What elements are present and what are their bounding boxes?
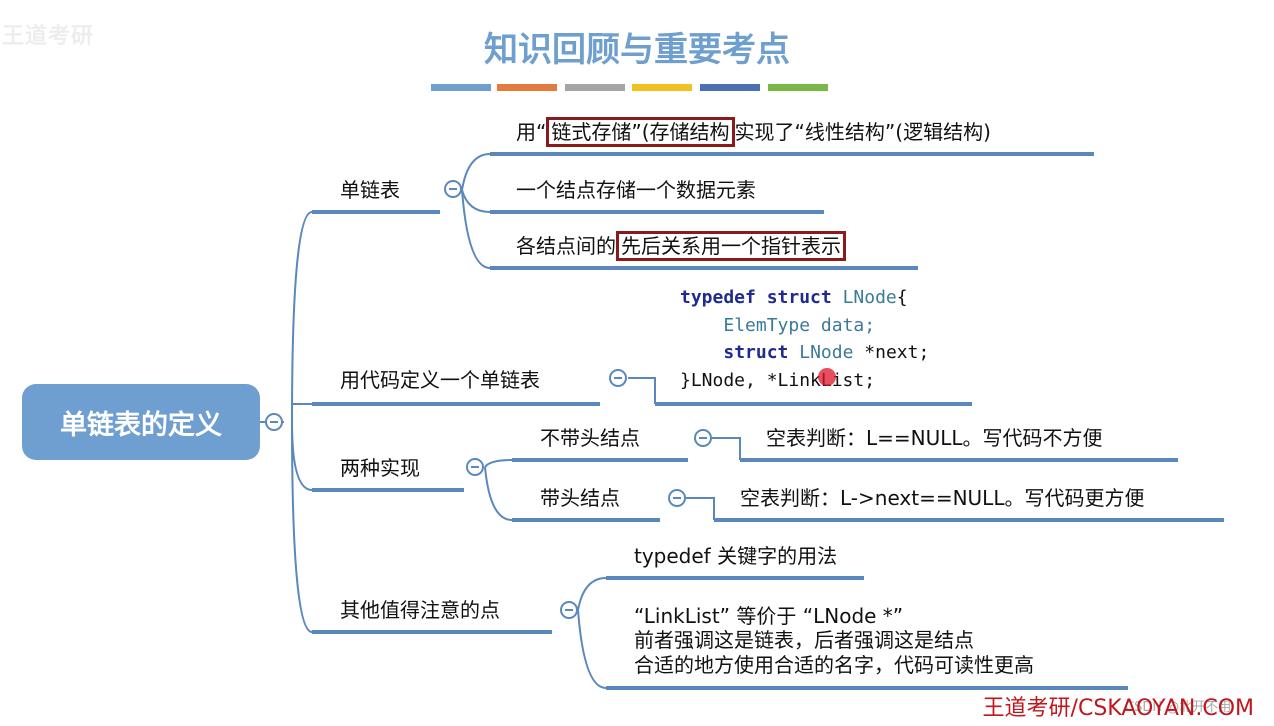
b3-with-head-note: 空表判断：L->next==NULL。写代码更方便 xyxy=(740,486,1145,510)
page-title: 知识回顾与重要考点 xyxy=(484,30,790,70)
code-text: { xyxy=(896,287,908,308)
code-type: LNode xyxy=(799,342,854,363)
title-color-bar xyxy=(431,84,491,91)
b1-item-2: 一个结点存储一个数据元素 xyxy=(516,178,756,202)
b1-item-3-pre: 各结点间的 xyxy=(516,234,616,258)
highlight-box: 先后关系用一个指针表示 xyxy=(616,231,846,261)
watermark-logo: 王道考研 xyxy=(2,24,95,49)
code-keyword: typedef xyxy=(680,287,756,308)
title-color-bar xyxy=(632,84,692,91)
code-text: data; xyxy=(820,314,876,336)
b3-no-head-note: 空表判断：L==NULL。写代码不方便 xyxy=(766,426,1103,450)
root-node[interactable]: 单链表的定义 xyxy=(22,384,260,460)
collapse-icon[interactable] xyxy=(609,369,627,387)
code-keyword: struct xyxy=(723,342,789,363)
collapse-icon[interactable] xyxy=(444,180,462,198)
footer-brand: 王道考研/CSKAOYAN.COM xyxy=(982,696,1254,721)
title-color-bar xyxy=(565,84,625,91)
title-color-bar xyxy=(700,84,760,91)
branch-two-implementations[interactable]: 两种实现 xyxy=(340,456,420,480)
b4-item-linklist-line3: 合适的地方使用合适的名字，代码可读性更高 xyxy=(634,653,1034,677)
b3-with-head[interactable]: 带头结点 xyxy=(540,486,620,510)
branch-code-definition[interactable]: 用代码定义一个单链表 xyxy=(340,368,540,392)
collapse-icon[interactable] xyxy=(560,601,578,619)
collapse-icon[interactable] xyxy=(466,458,484,476)
collapse-icon[interactable] xyxy=(265,413,283,431)
branch-single-linked-list[interactable]: 单链表 xyxy=(340,178,400,202)
code-block: typedef struct LNode{ ElemType data; str… xyxy=(680,284,929,394)
b1-item-1: 用“链式存储”(存储结构实现了“线性结构”(逻辑结构) xyxy=(516,117,991,147)
collapse-icon[interactable] xyxy=(694,429,712,447)
code-text: }LNode, *LinkList; xyxy=(680,369,876,391)
b1-item-1-pre: 用“ xyxy=(516,120,547,144)
highlight-box: 链式存储”(存储结构 xyxy=(546,117,735,147)
collapse-icon[interactable] xyxy=(668,489,686,507)
csdn-watermark: CSDN @北开不用 xyxy=(1125,700,1232,715)
code-keyword: struct xyxy=(766,287,832,308)
pointer-dot xyxy=(818,368,836,386)
code-text: *next; xyxy=(864,342,930,363)
title-color-bar xyxy=(497,84,557,91)
b3-no-head[interactable]: 不带头结点 xyxy=(540,426,640,450)
title-color-bar xyxy=(768,84,828,91)
code-type: ElemType xyxy=(723,314,811,336)
branch-other-notes[interactable]: 其他值得注意的点 xyxy=(340,598,500,622)
b1-item-3: 各结点间的先后关系用一个指针表示 xyxy=(516,231,846,261)
b4-item-linklist-line1: “LinkList” 等价于 “LNode *” xyxy=(634,604,904,628)
b4-item-typedef: typedef 关键字的用法 xyxy=(634,544,838,568)
b1-item-1-mid: 实现了“线性结构”(逻辑结构) xyxy=(734,120,991,144)
b4-item-linklist-line2: 前者强调这是链表，后者强调这是结点 xyxy=(634,628,974,652)
code-type: LNode xyxy=(842,287,897,308)
